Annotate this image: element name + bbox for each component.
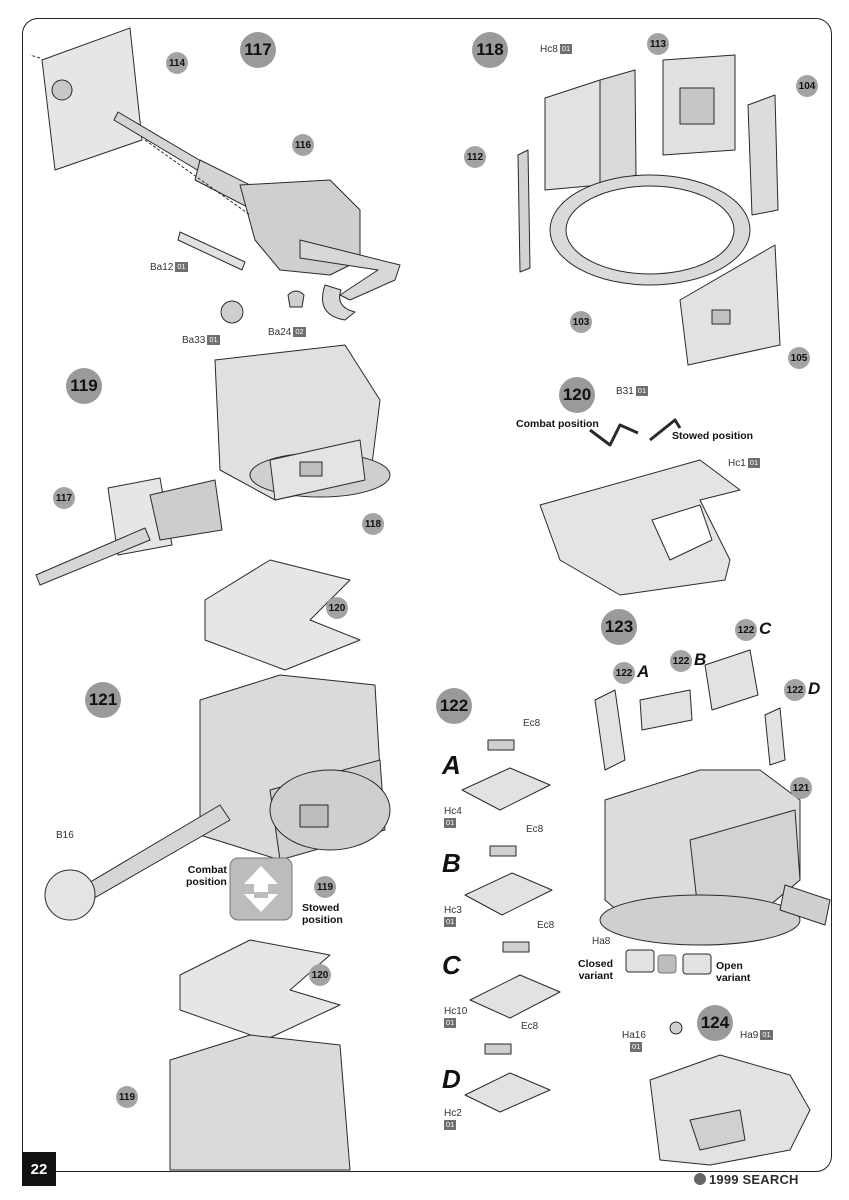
callout-122b-letter: B	[694, 650, 707, 669]
step122-plates-drawing	[461, 739, 561, 1113]
callout-117: 117	[53, 487, 75, 509]
stowed-position-caption: Stowed position	[302, 902, 343, 926]
callout-122c: 122	[735, 619, 757, 641]
open-variant-caption: Open variant	[716, 960, 751, 984]
callout-116: 116	[292, 134, 314, 156]
step-118-badge: 118	[472, 32, 508, 68]
callout-120-top: 120	[326, 597, 348, 619]
callout-120-bottom: 120	[309, 964, 331, 986]
callout-113: 113	[647, 33, 669, 55]
step119-assembly-drawing	[35, 344, 391, 586]
callout-122c-letter: C	[759, 619, 772, 638]
callout-121: 121	[790, 777, 812, 799]
step-120-badge: 120	[559, 377, 595, 413]
step123-turret-drawing	[594, 649, 831, 975]
step-117-badge: 117	[240, 32, 276, 68]
callout-103: 103	[570, 311, 592, 333]
callout-119-top: 119	[314, 876, 336, 898]
stowed-position-label: Stowed position	[672, 430, 754, 442]
page-number: 22	[22, 1152, 56, 1186]
variant-b-ec8: Ec8	[526, 824, 544, 835]
step118-shield-drawing	[517, 54, 781, 366]
callout-122d: 122	[784, 679, 806, 701]
combat-position-caption: Combat position	[186, 864, 227, 888]
step-119-badge: 119	[66, 368, 102, 404]
callout-119-bottom: 119	[116, 1086, 138, 1108]
callout-122a: 122	[613, 662, 635, 684]
variant-a-letter: A	[442, 750, 461, 780]
callout-122b: 122	[670, 650, 692, 672]
callout-114: 114	[166, 52, 188, 74]
variant-b-letter: B	[442, 848, 461, 878]
watermark-logo-icon	[694, 1173, 706, 1185]
step120-plate-drawing	[539, 418, 741, 596]
variant-c-ec8: Ec8	[537, 920, 555, 931]
step-124-badge: 124	[697, 1005, 733, 1041]
closed-variant-caption: Closed variant	[578, 958, 614, 982]
part-label-ha8: Ha8	[592, 936, 611, 947]
step117-gun-drawing	[29, 27, 401, 324]
variant-a-ec8: Ec8	[523, 718, 541, 729]
callout-122d-letter: D	[808, 679, 821, 698]
variant-d-letter: D	[442, 1064, 461, 1094]
callout-105: 105	[788, 347, 810, 369]
step-121-badge: 121	[85, 682, 121, 718]
callout-122a-letter: A	[637, 662, 650, 681]
page-frame	[22, 18, 832, 1172]
step-123-badge: 123	[601, 609, 637, 645]
callout-104: 104	[796, 75, 818, 97]
watermark: 1999 SEARCH	[694, 1172, 799, 1187]
step-122-badge: 122	[436, 688, 472, 724]
callout-112: 112	[464, 146, 486, 168]
callout-118: 118	[362, 513, 384, 535]
step124-plate-drawing	[649, 1021, 811, 1166]
variant-c-letter: C	[442, 950, 461, 980]
part-label-b16: B16	[56, 830, 74, 841]
variant-d-ec8: Ec8	[521, 1021, 539, 1032]
step121-turret-drawing	[44, 559, 391, 1171]
combat-position-label: Combat position	[516, 418, 599, 430]
